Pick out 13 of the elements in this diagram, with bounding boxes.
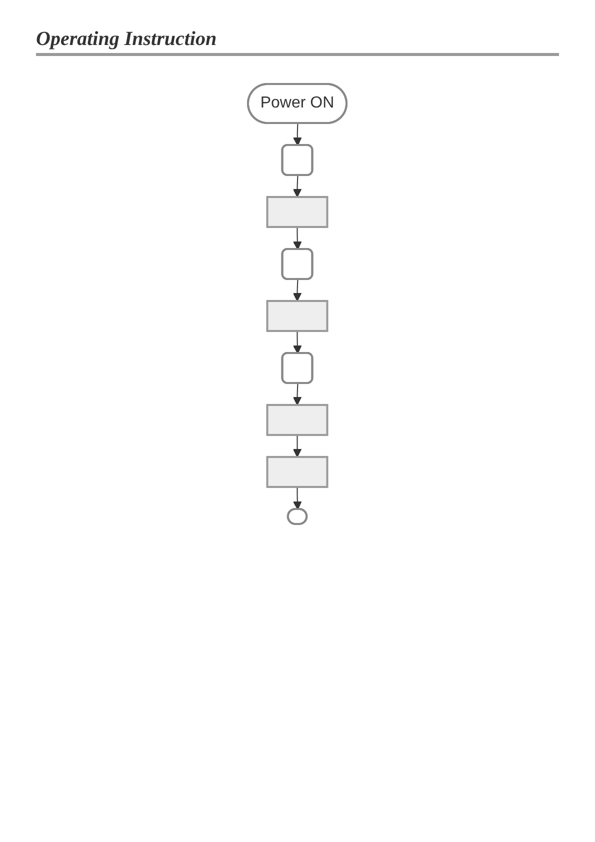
node-bar (266, 456, 328, 488)
arrow (293, 382, 302, 406)
page-title: Operating Instruction (36, 28, 559, 56)
node-bar (266, 300, 328, 332)
arrow (293, 123, 302, 146)
node-bar (266, 196, 328, 228)
arrow (293, 330, 302, 354)
arrow (293, 226, 302, 250)
arrow (293, 175, 302, 198)
arrow (293, 278, 302, 302)
arrow (293, 486, 302, 510)
arrow (293, 434, 302, 458)
node-bar (266, 404, 328, 436)
